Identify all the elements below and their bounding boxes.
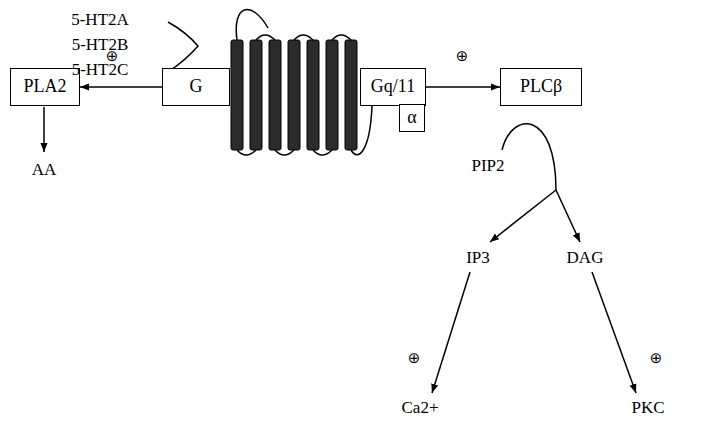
molecule-label: 5-HT2B — [72, 36, 129, 55]
bracket — [168, 22, 198, 72]
molecule-label: 5-HT2A — [71, 11, 129, 30]
pip2-curve — [502, 124, 556, 190]
molecule-label: Ca2+ — [402, 399, 439, 418]
box-label: PLCβ — [520, 77, 562, 97]
process-box: Gq/11 — [360, 68, 426, 106]
helix — [288, 40, 300, 150]
arrow — [490, 190, 556, 242]
arrow — [432, 272, 470, 393]
activation-sign: ⊕ — [650, 350, 663, 367]
activation-arrow — [426, 86, 500, 88]
activation-arrow — [80, 86, 162, 88]
molecule-label: PIP2 — [471, 157, 504, 176]
arrow — [592, 272, 636, 393]
box-label: α — [407, 108, 416, 128]
molecule-label: DAG — [567, 249, 604, 268]
process-box: PLCβ — [500, 68, 582, 106]
arrow — [43, 107, 45, 152]
membrane-loop — [275, 150, 294, 155]
helix — [326, 40, 338, 150]
helix — [307, 40, 319, 150]
membrane-loop — [256, 35, 275, 40]
arrow — [556, 190, 580, 242]
membrane-loop — [332, 35, 351, 40]
helix — [269, 40, 281, 150]
activation-sign: ⊕ — [106, 48, 119, 65]
membrane-loop — [237, 150, 256, 155]
membrane-loop — [294, 35, 313, 40]
activation-sign: ⊕ — [456, 48, 469, 65]
helix — [231, 40, 243, 150]
helix — [250, 40, 262, 150]
process-box: α — [399, 104, 425, 132]
molecule-label: IP3 — [466, 249, 490, 268]
helix — [345, 40, 357, 150]
activation-sign: ⊕ — [408, 350, 421, 367]
process-box: PLA2 — [10, 68, 80, 106]
process-box: G — [162, 68, 230, 106]
molecule-label: 5-HT2C — [72, 61, 129, 80]
molecule-label: PKC — [631, 399, 664, 418]
box-label: G — [190, 77, 203, 97]
molecule-label: AA — [32, 161, 57, 180]
membrane-loop — [313, 150, 332, 155]
box-label: Gq/11 — [371, 77, 415, 97]
box-label: PLA2 — [23, 77, 66, 97]
